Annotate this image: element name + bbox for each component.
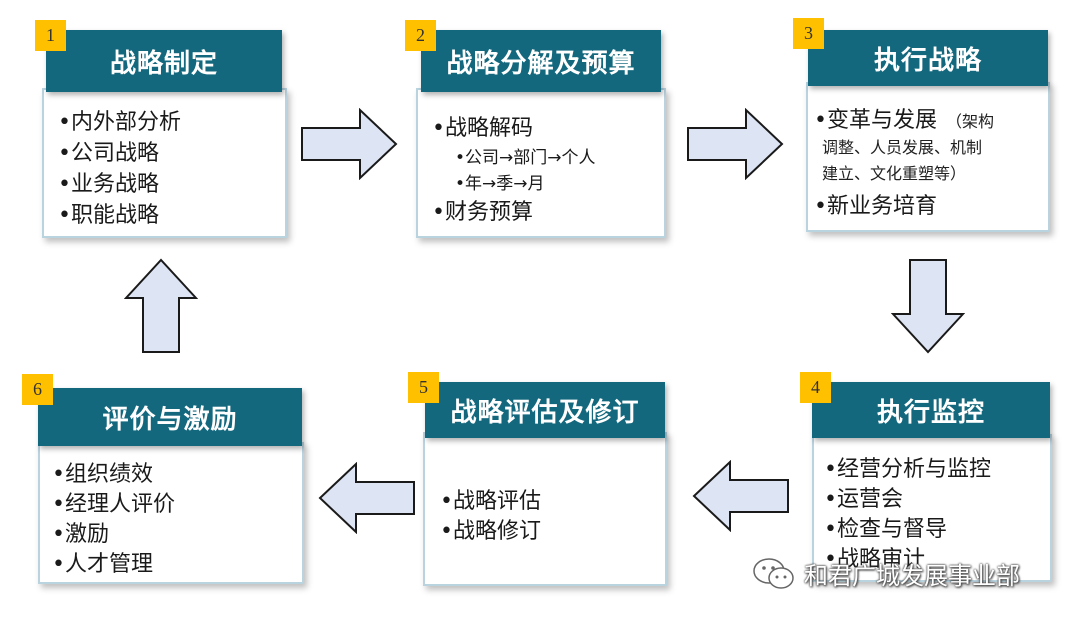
step-5-box [423,432,667,586]
step-3-note: 建立、文化重塑等） [822,164,967,183]
step-3-box [806,82,1050,232]
step-4-item: •检查与督导 [824,517,947,542]
step-3-title: 执行战略 [808,30,1048,86]
step-4-title: 执行监控 [812,382,1050,438]
arrow-left-icon [318,462,415,534]
step-2-title: 战略分解及预算 [421,30,661,92]
arrow-left-icon [692,460,789,532]
step-5-item: •战略修订 [440,519,541,544]
step-1-item: •公司战略 [58,141,159,166]
step-6-item: •经理人评价 [52,492,175,517]
step-3-item: •新业务培育 [814,194,937,219]
step-4-item: •战略审计 [824,547,925,572]
arrow-down-icon [891,259,965,354]
step-1-item: •业务战略 [58,172,159,197]
arrow-up-icon [124,258,198,353]
step-6-item: •激励 [52,522,109,547]
step-2-subitem: •公司→部门→个人 [455,148,596,168]
step-1-number-badge: 1 [35,20,66,51]
step-6-item: •人才管理 [52,552,153,577]
wechat-icon [753,557,794,589]
step-5-item: •战略评估 [440,489,541,514]
step-1-item: •职能战略 [58,203,159,228]
step-6-number-badge: 6 [22,374,53,405]
step-6-item: •组织绩效 [52,462,153,487]
step-5-title: 战略评估及修订 [425,382,665,438]
step-3-note: （架构 [946,112,995,131]
step-2-item: •战略解码 [432,116,533,141]
step-3-note: 调整、人员发展、机制 [822,138,983,157]
step-2-box [416,88,666,238]
step-3-item: •变革与发展 [814,108,937,133]
step-1-title: 战略制定 [46,30,282,92]
step-4-number-badge: 4 [800,372,831,403]
step-2-number-badge: 2 [405,20,436,51]
step-6-box [38,442,304,584]
step-4-item: •经营分析与监控 [824,457,991,482]
watermark: 和君广城发展事业部 [752,556,1020,591]
step-5-number-badge: 5 [408,372,439,403]
step-4-box [812,434,1052,582]
step-1-item: •内外部分析 [58,110,181,135]
arrow-right-icon [687,108,784,180]
arrow-right-icon [301,108,398,180]
step-6-title: 评价与激励 [38,388,302,446]
step-3-number-badge: 3 [793,18,824,49]
watermark-text: 和君广城发展事业部 [804,562,1020,590]
step-2-subitem: •年→季→月 [455,174,545,194]
step-2-item: •财务预算 [432,200,533,225]
step-4-item: •运营会 [824,487,903,512]
